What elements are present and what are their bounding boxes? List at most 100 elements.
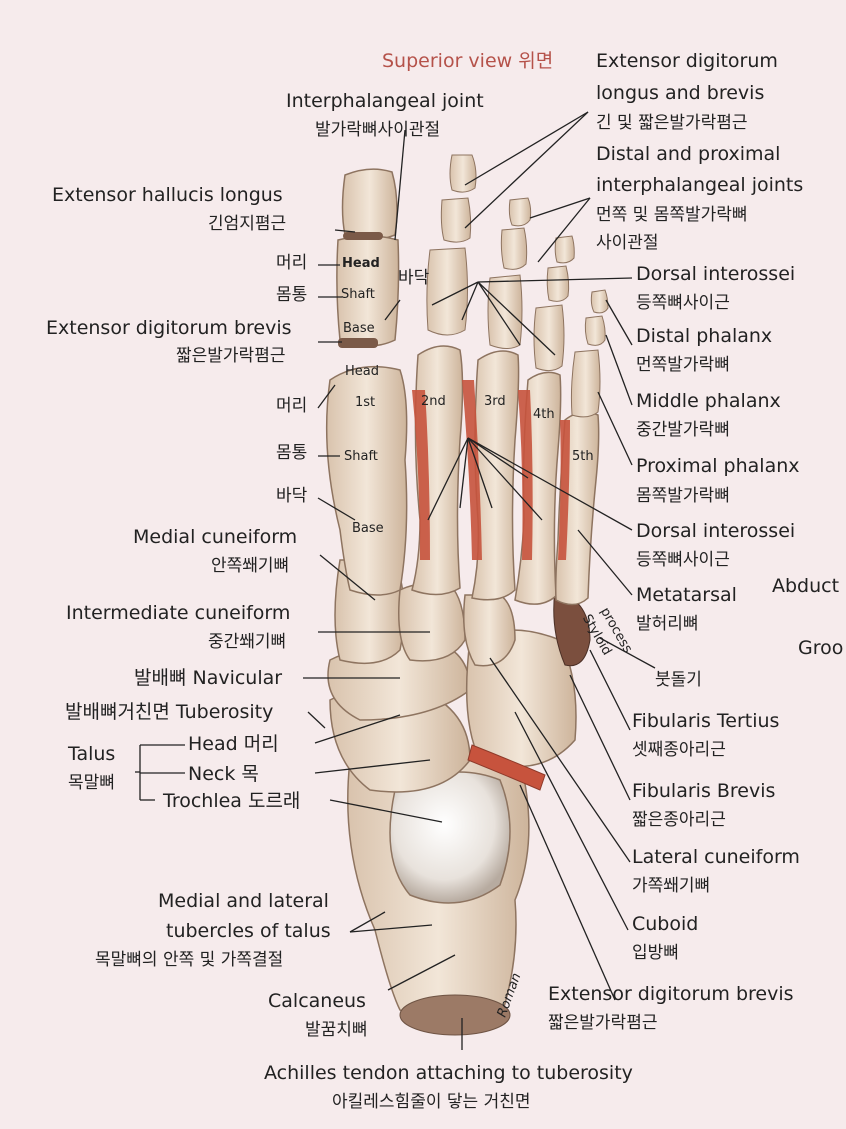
dpij-label-en-2: interphalangeal joints	[596, 174, 804, 196]
hallux-joint	[338, 338, 378, 348]
toe5-middle	[584, 315, 606, 346]
abduct-label-cut: Abduct	[772, 575, 840, 597]
fifth-label: 5th	[572, 449, 594, 464]
shaft-meta-label: Shaft	[344, 449, 378, 464]
fourth-label: 4th	[533, 407, 555, 422]
toe2-middle	[440, 197, 472, 243]
metatarsal-label-ko: 발허리뼈	[636, 614, 699, 634]
toe5-proximal	[570, 349, 601, 418]
toe5-distal	[590, 289, 609, 314]
shaft-label-ko-2: 몸통	[276, 443, 308, 463]
fibularis-tendon	[467, 744, 546, 791]
tuberosity-label: 발배뼈거친면 Tuberosity	[65, 701, 274, 723]
calcaneus-label: Calcaneus	[268, 990, 366, 1012]
head-meta-label: Head	[345, 364, 379, 379]
dpij-label-en-1: Distal and proximal	[596, 143, 781, 165]
first-label: 1st	[355, 395, 375, 410]
tubercles-label-ko: 목말뼈의 안쪽 및 가쪽결절	[95, 950, 284, 970]
calcaneus-label-ko: 발꿈치뼈	[305, 1020, 368, 1040]
lateral-cuneiform-bone	[463, 594, 516, 667]
edl-label-en-2: longus and brevis	[596, 82, 765, 104]
interphalangeal-joint-label: Interphalangeal joint	[286, 90, 484, 112]
hallux-proximal	[336, 235, 400, 347]
dorsal-interossei-label-ko-2: 등쪽뼈사이근	[636, 550, 730, 570]
third-label: 3rd	[484, 394, 506, 409]
lateral-cuneiform-label: Lateral cuneiform	[632, 846, 800, 868]
lateral-cuneiform-label-ko: 가쪽쐐기뼈	[632, 876, 711, 896]
proximal-phalanx-label-ko: 몸쪽발가락뼈	[636, 486, 730, 506]
tubercles-label-2: tubercles of talus	[166, 920, 331, 942]
base-label-ko-2: 바닥	[276, 486, 308, 506]
metatarsal-1	[325, 365, 408, 596]
talus-label: Talus	[68, 743, 116, 765]
dpij-label-ko-2: 사이관절	[596, 233, 659, 253]
cuboid-label: Cuboid	[632, 913, 699, 935]
talus-head-label: Head 머리	[188, 733, 279, 755]
toe4-distal	[554, 235, 575, 264]
base-top-label: Base	[343, 321, 375, 336]
toe2-distal	[449, 154, 477, 193]
shaft-top-label: Shaft	[341, 287, 375, 302]
ehl-label-ko: 긴엄지폄근	[208, 214, 287, 234]
edl-label-en-1: Extensor digitorum	[596, 50, 778, 72]
hallux-distal	[341, 168, 398, 241]
base-meta-label: Base	[352, 521, 384, 536]
toe3-middle	[500, 227, 528, 270]
middle-phalanx-label-ko: 중간발가락뼈	[636, 420, 730, 440]
medial-cuneiform-label: Medial cuneiform	[133, 526, 298, 548]
talus-trochlea-label: Trochlea 도르래	[163, 790, 301, 812]
toe2-proximal	[426, 247, 468, 336]
distal-phalanx-label: Distal phalanx	[636, 325, 773, 347]
intermediate-cuneiform-label: Intermediate cuneiform	[66, 602, 291, 624]
edb-right-label: Extensor digitorum brevis	[548, 983, 794, 1005]
head-label-ko-1: 머리	[276, 253, 308, 273]
interossei-muscle-1	[412, 390, 430, 560]
medial-cuneiform-label-ko: 안쪽쐐기뼈	[211, 556, 290, 576]
styloid-label-ko: 붓돌기	[655, 670, 702, 690]
second-label: 2nd	[421, 394, 446, 409]
head-top-label: Head	[342, 256, 380, 271]
edb-right-label-ko: 짧은발가락폄근	[548, 1013, 658, 1033]
talus-label-ko: 목말뼈	[68, 773, 115, 793]
intermediate-cuneiform-label-ko: 중간쐐기뼈	[208, 632, 287, 652]
toe4-middle	[546, 265, 570, 302]
hallux-ip-joint	[343, 232, 383, 240]
dorsal-interossei-label-1: Dorsal interossei	[636, 263, 796, 285]
dorsal-interossei-label-2: Dorsal interossei	[636, 520, 796, 542]
interphalangeal-joint-label-ko: 발가락뼈사이관절	[315, 120, 441, 140]
shaft-label-ko-1: 몸통	[276, 285, 308, 305]
fibularis-brevis-label: Fibularis Brevis	[632, 780, 776, 802]
toe3-proximal	[487, 274, 523, 349]
calcaneus-heel	[399, 994, 511, 1036]
bone-text: Head Shaft Base Head 1st Shaft Base 2nd …	[341, 256, 594, 1019]
base-label-ko-1: 바닥	[398, 268, 430, 288]
edb-left-label-ko: 짧은발가락폄근	[176, 346, 286, 366]
toe4-proximal	[533, 304, 565, 372]
distal-phalanx-label-ko: 먼쪽발가락뼈	[636, 355, 730, 375]
dpij-label-ko-1: 먼쪽 및 몸쪽발가락뼈	[596, 205, 748, 225]
toe3-distal	[508, 197, 532, 227]
cuboid-label-ko: 입방뼈	[632, 943, 679, 963]
metatarsal-label: Metatarsal	[636, 584, 737, 606]
edl-label-ko: 긴 및 짧은발가락폄근	[596, 113, 748, 133]
talus-neck-label: Neck 목	[188, 763, 259, 785]
fibularis-tertius-label: Fibularis Tertius	[632, 710, 780, 732]
tubercles-label-1: Medial and lateral	[158, 890, 329, 912]
leader-lines	[135, 111, 656, 1050]
achilles-label-ko: 아킬레스힘줄이 닿는 거친면	[332, 1092, 531, 1112]
fibularis-tertius-label-ko: 셋째종아리근	[632, 740, 726, 760]
interossei-muscle-3	[518, 390, 533, 560]
head-label-ko-2: 머리	[276, 396, 308, 416]
interossei-muscle-4	[558, 420, 570, 560]
ehl-label: Extensor hallucis longus	[52, 184, 283, 206]
middle-phalanx-label: Middle phalanx	[636, 390, 781, 412]
interossei-muscle-2	[462, 380, 482, 560]
navicular-label: 발배뼈 Navicular	[134, 667, 283, 689]
groo-label-cut: Groo	[798, 637, 844, 659]
edb-left-label: Extensor digitorum brevis	[46, 317, 292, 339]
view-title: Superior view 위면	[382, 50, 554, 72]
dorsal-interossei-label-ko-1: 등쪽뼈사이근	[636, 293, 730, 313]
styloid-process	[553, 589, 591, 667]
achilles-label: Achilles tendon attaching to tuberosity	[264, 1062, 633, 1084]
